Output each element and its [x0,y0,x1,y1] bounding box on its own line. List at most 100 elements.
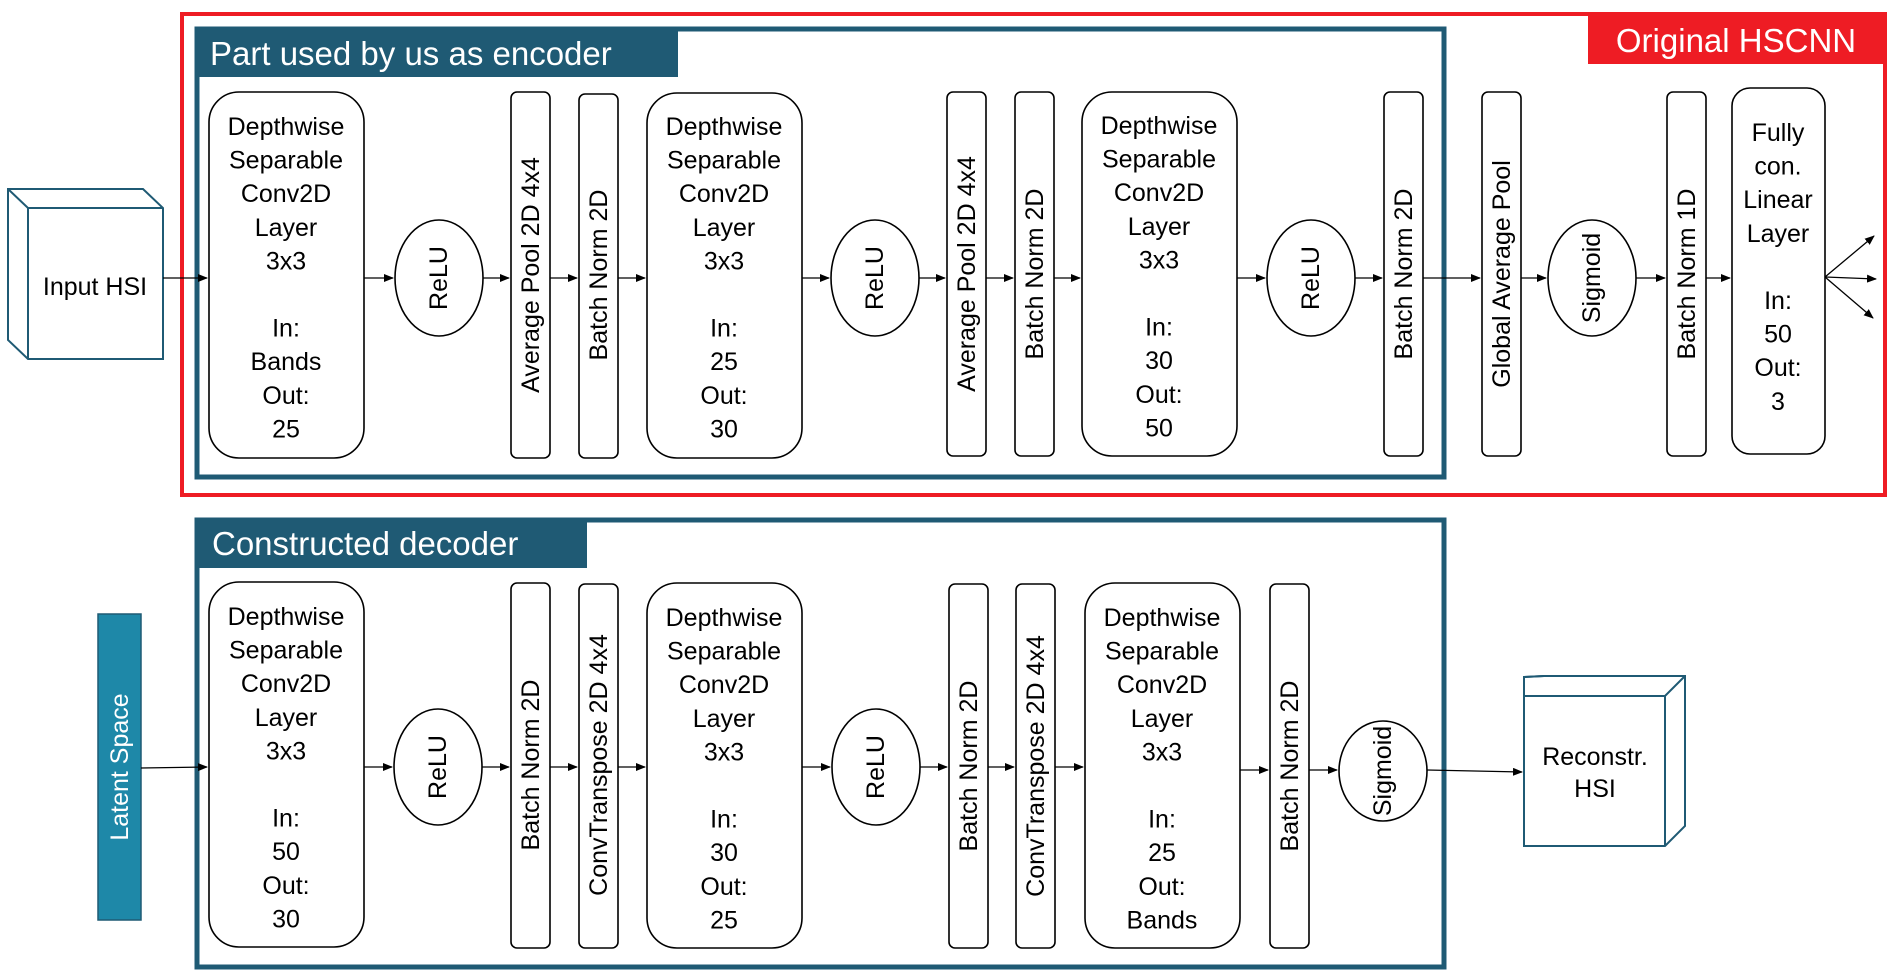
decoder-conv3-line-2: Conv2D [1117,671,1207,699]
decoder-conv2-line-9: 25 [710,906,738,934]
encoder-conv3-line-8: Out: [1135,381,1182,409]
encoder-conv1-line-1: Separable [229,147,343,175]
encoder-bn1-block [578,93,619,459]
encoder-conv2-line-3: Layer [693,214,756,242]
hscnn-gap-block [1481,91,1522,457]
encoder-bn2-block [1014,91,1055,457]
encoder-conv1-block [208,91,365,459]
hscnn-fc-line-3: Layer [1747,220,1810,248]
hscnn-fc-line-1: con. [1754,153,1801,181]
encoder-conv1-line-0: Depthwise [228,113,345,141]
decoder-conv3-block [1084,582,1241,949]
reconstructed-hsi-label-2: HSI [1574,775,1616,803]
decoder-conv1-block [208,581,365,948]
encoder-conv3-line-4: 3x3 [1139,246,1179,274]
encoder-conv2-block [646,92,803,459]
hscnn-fc-line-8: 3 [1771,388,1785,416]
latent-space-label: Latent Space [106,693,134,840]
encoder-arrows [163,235,1877,319]
decoder-bn1-block [510,582,551,949]
encoder-relu1-label: ReLU [425,246,453,310]
decoder-conv2-text: DepthwiseSeparableConv2DLayer3x3In:30Out… [666,604,783,934]
encoder-conv2-line-1: Separable [667,147,781,175]
encoder-pool1-block [510,91,551,459]
encoder-pool2-block [946,91,987,457]
encoder-relu3-label: ReLU [1297,246,1325,310]
decoder-conv1-line-0: Depthwise [228,603,345,631]
decoder-conv3-line-6: In: [1148,806,1176,834]
encoder-bn2-label: Batch Norm 2D [1021,189,1049,360]
decoder-conv3-line-0: Depthwise [1104,604,1221,632]
decoder-bn2-block [948,583,989,949]
decoder-conv1-line-2: Conv2D [241,670,331,698]
decoder-title-bg [199,522,587,568]
encoder-title-bg [199,31,678,77]
encoder-conv3-block [1081,91,1238,457]
decoder-conv2-block [646,582,803,949]
decoder-conv2-line-2: Conv2D [679,671,769,699]
encoder-pool1-label: Average Pool 2D 4x4 [517,157,545,393]
decoder-bn2-label: Batch Norm 2D [955,681,983,852]
encoder-bn3-label: Batch Norm 2D [1390,189,1418,360]
decoder-conv1-line-4: 3x3 [266,737,306,765]
decoder-convt2-block [1015,583,1056,949]
reconstructed-hsi-cube: Reconstr. HSI [1523,675,1686,847]
decoder-conv3-line-4: 3x3 [1142,738,1182,766]
encoder-conv2-line-7: 25 [710,348,738,376]
decoder-conv1-line-3: Layer [255,704,318,732]
decoder-conv1-text: DepthwiseSeparableConv2DLayer3x3In:50Out… [228,603,345,933]
original-hscnn-label-bg [1588,16,1883,64]
hscnn-fc-line-5: In: [1764,287,1792,315]
encoder-conv3-text: DepthwiseSeparableConv2DLayer3x3In:30Out… [1101,112,1218,442]
decoder-conv3-text: DepthwiseSeparableConv2DLayer3x3In:25Out… [1104,604,1221,934]
encoder-relu2-label: ReLU [861,246,889,310]
encoder-conv1-line-7: Bands [251,348,322,376]
original-hscnn-frame [180,12,1887,497]
encoder-conv3-line-9: 50 [1145,414,1173,442]
encoder-conv2-line-9: 30 [710,415,738,443]
encoder-conv1-text: DepthwiseSeparableConv2DLayer3x3In:Bands… [228,113,345,443]
decoder-conv2-line-6: In: [710,806,738,834]
encoder-conv2-line-6: In: [710,315,738,343]
decoder-conv2-line-1: Separable [667,638,781,666]
encoder-conv3-line-3: Layer [1128,213,1191,241]
encoder-conv1-line-6: In: [272,315,300,343]
encoder-bn3-block [1383,91,1424,457]
decoder-conv3-line-8: Out: [1138,873,1185,901]
decoder-title: Constructed decoder [212,525,518,562]
decoder-frame [194,517,1447,970]
latent-space-bar [97,613,142,921]
decoder-convt1-block [578,583,619,949]
hscnn-bn1d-label: Batch Norm 1D [1673,189,1701,360]
encoder-conv1-line-9: 25 [272,415,300,443]
decoder-bn3-block [1269,583,1310,949]
decoder-convt2-label: ConvTranspose 2D 4x4 [1022,635,1050,897]
input-hsi-label: Input HSI [43,273,147,301]
decoder-bn1-label: Batch Norm 2D [517,680,545,851]
hscnn-gap-label: Global Average Pool [1488,160,1516,387]
encoder-title: Part used by us as encoder [210,35,612,72]
encoder-conv2-line-0: Depthwise [666,113,783,141]
decoder-conv2-line-4: 3x3 [704,738,744,766]
encoder-conv1-line-2: Conv2D [241,180,331,208]
encoder-conv2-line-8: Out: [700,382,747,410]
decoder-convt1-label: ConvTranspose 2D 4x4 [585,634,613,896]
original-hscnn-label: Original HSCNN [1616,22,1856,59]
encoder-conv1-line-3: Layer [255,214,318,242]
decoder-conv2-line-7: 30 [710,839,738,867]
encoder-pool2-label: Average Pool 2D 4x4 [953,156,981,392]
decoder-conv2-line-8: Out: [700,873,747,901]
decoder-conv3-line-3: Layer [1131,705,1194,733]
decoder-conv2-line-0: Depthwise [666,604,783,632]
decoder-sigmoid-node [1338,720,1428,822]
encoder-conv2-line-2: Conv2D [679,180,769,208]
decoder-relu2-label: ReLU [862,735,890,799]
encoder-conv2-line-4: 3x3 [704,247,744,275]
encoder-frame [194,26,1447,480]
decoder-relu1-label: ReLU [424,735,452,799]
decoder-sigmoid-label: Sigmoid [1369,726,1397,816]
encoder-bn1-label: Batch Norm 2D [585,190,613,361]
